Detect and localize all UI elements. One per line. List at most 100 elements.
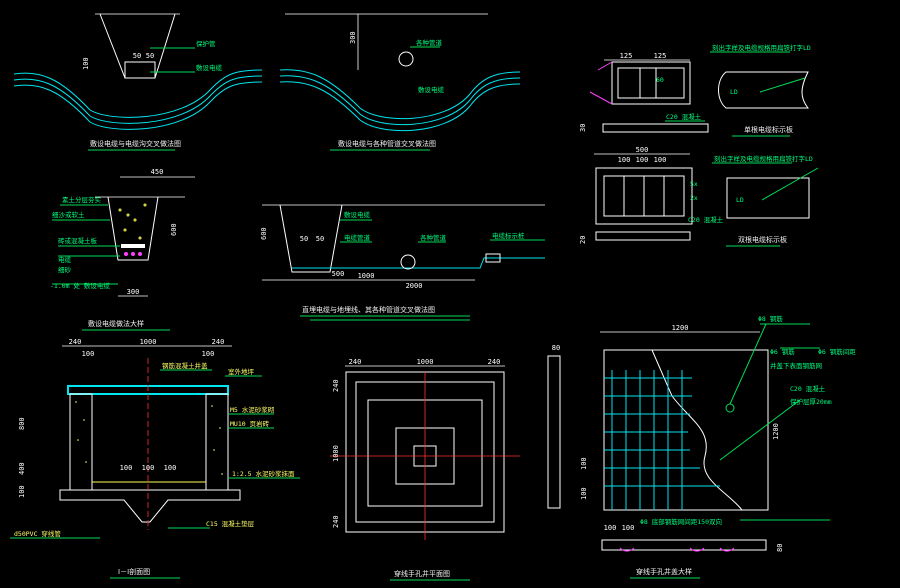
label-mu10: MU10 页岩砖	[230, 419, 270, 428]
dim-label: 1200	[672, 324, 689, 332]
label-plaster: 1:2.5 水泥砂浆抹面	[232, 469, 295, 478]
dim-label: 600	[260, 227, 268, 240]
label-pvc-pipe: d50PVC 穿线管	[14, 529, 61, 538]
dim-label: 125	[620, 52, 633, 60]
dim-label: 30	[579, 124, 587, 132]
dim-label: 300	[349, 31, 357, 44]
dim-label: 100	[636, 156, 649, 164]
label-earth: 电缆管道	[344, 233, 371, 242]
dim-label: 1000	[332, 445, 340, 462]
label-c15: C15 混凝土垫层	[206, 519, 255, 528]
dim-label: 1200	[772, 423, 780, 440]
label-marker: 电缆标示桩	[492, 231, 525, 240]
dim-label: 20	[579, 236, 587, 244]
dim-label: 100	[18, 485, 26, 498]
dim-label: 500	[636, 146, 649, 154]
dim-label: 100	[580, 457, 588, 470]
dim-label: 50	[316, 235, 324, 243]
detail-single-marker-plate: 125 125 60 C20 混凝土 30 刻出字样及电缆规格用扁铁打字LD L…	[579, 43, 811, 137]
detail-section-1-1: 240 1000 240 100 100 100 100 100 800 400…	[10, 338, 300, 579]
detail-cable-trench-crossing: 50 50 保护管 敷设电缆 100 敷设电缆与电缆沟交叉做法图	[13, 13, 263, 151]
dim-label: 100	[120, 464, 133, 472]
dim-label: 80	[552, 344, 560, 352]
label-bar: Φ6 钢筋间距	[818, 347, 856, 356]
detail-handhole-plan: 240 1000 240 240 1000 240 穿线手孔井平面图	[330, 358, 520, 581]
section-title: 穿线手孔井平面图	[394, 569, 450, 578]
dim-label: 450	[151, 168, 164, 176]
dim-label: 5x	[690, 180, 698, 188]
label-cover-bottom: Φ8 底部钢筋网间距150双向	[640, 517, 722, 526]
dim-label: 300	[127, 288, 140, 296]
label-cable: 敷设电缆	[418, 85, 445, 94]
dim-label: 50	[300, 235, 308, 243]
section-title: Ⅰ－Ⅰ剖面图	[118, 567, 150, 576]
label-protect-pipe: 保护管	[196, 39, 216, 48]
dim-label: 2000	[406, 282, 423, 290]
dim-label: 240	[349, 358, 362, 366]
label-fill: 素土分层夯实	[62, 195, 102, 204]
detail-cable-pipe-crossing: 各种管道 敷设电缆 300 敷设电缆与各种管道交叉做法图	[279, 13, 521, 151]
label-pipe: 各种管道	[420, 233, 447, 242]
dim-label: 240	[488, 358, 501, 366]
dim-label: 800	[18, 417, 26, 430]
dim-label: 1000	[140, 338, 157, 346]
dim-label: 500	[332, 270, 345, 278]
label-pipe: 各种管道	[416, 38, 443, 47]
dim-label: 100	[164, 464, 177, 472]
dim-label: 80	[776, 544, 784, 552]
section-title: 敷设电缆做法大样	[88, 319, 144, 328]
label-cover: 钢筋混凝土井盖	[162, 361, 208, 370]
dim-label: 100	[142, 464, 155, 472]
dim-label: 1000	[358, 272, 375, 280]
dim-label: 50	[146, 52, 154, 60]
label-m5: M5 水泥砂浆砌	[230, 405, 275, 414]
label-plate-note: 刻出字样及电缆规格用扁铁打字LD	[714, 154, 813, 163]
detail-double-marker-plate: 500 100 100 100 5x 2x C20 混凝土 20 刻出字样及电缆…	[579, 146, 819, 247]
dim-label: 100	[82, 57, 90, 70]
label-soil: 细沙或软土	[52, 210, 85, 219]
label-cover-note: 井盖下表面钢筋网	[770, 361, 822, 370]
dim-label: 240	[332, 515, 340, 528]
label-ld: LD	[730, 88, 738, 96]
label-bar: Φ8 钢筋	[758, 314, 783, 323]
dim-label: 100	[622, 524, 635, 532]
dim-label: 100	[82, 350, 95, 358]
label-cable: 敷设电缆	[196, 63, 223, 72]
dim-label: 1000	[417, 358, 434, 366]
section-title: 直埋电缆与地埋线、其各种管道交叉做法图	[302, 305, 435, 314]
section-title: 敷设电缆与电缆沟交叉做法图	[90, 139, 181, 148]
section-title: 敷设电缆与各种管道交叉做法图	[338, 139, 436, 148]
dim-label: 50	[133, 52, 141, 60]
dim-label: 2x	[690, 194, 698, 202]
section-title: 单根电缆标示板	[744, 125, 793, 134]
label-bottom: -1.0m 处 敷设电缆	[50, 281, 110, 290]
dim-label: 400	[18, 462, 26, 475]
dim-label: 125	[654, 52, 667, 60]
dim-label: 100	[654, 156, 667, 164]
section-title: 穿线手孔井盖大样	[636, 567, 692, 576]
label-bar: Φ6 钢筋	[770, 347, 795, 356]
dim-label: 100	[580, 487, 588, 500]
label-cover-note: 保护层厚20mm	[790, 397, 832, 406]
detail-cover: 80 1200 Φ8 钢筋 Φ6 钢筋 Φ6 钢筋间距 井盖下表面钢筋网 C20…	[547, 314, 856, 579]
label-cable: 敷设电缆	[344, 210, 371, 219]
dim-label: 60	[656, 76, 664, 84]
label-ld: LD	[736, 196, 744, 204]
dim-label: 240	[332, 379, 340, 392]
label-c20: C20 混凝土	[688, 215, 724, 224]
label-cable: 电缆	[58, 255, 72, 264]
detail-cable-trench: 450 素土分层夯实 细沙或软土 砖或混凝土板 电缆 细砂 -1.0m 处 敷设…	[50, 168, 195, 331]
dim-label: 100	[604, 524, 617, 532]
dim-label: 240	[212, 338, 225, 346]
label-mesh: 砖或混凝土板	[58, 236, 98, 245]
label-finish: 室外地坪	[228, 367, 255, 376]
dim-label: 240	[69, 338, 82, 346]
label-plate-note: 刻出字样及电缆规格用扁铁打字LD	[712, 43, 811, 52]
label-cover-note: C20 混凝土	[790, 384, 826, 393]
label-sand: 细砂	[58, 265, 72, 274]
dim-label: 100	[618, 156, 631, 164]
detail-direct-buried-crossing: 50 50 500 1000 2000 600 敷设电缆 电缆管道 各种管道 电…	[260, 204, 545, 317]
section-title: 双根电缆标示板	[738, 235, 787, 244]
